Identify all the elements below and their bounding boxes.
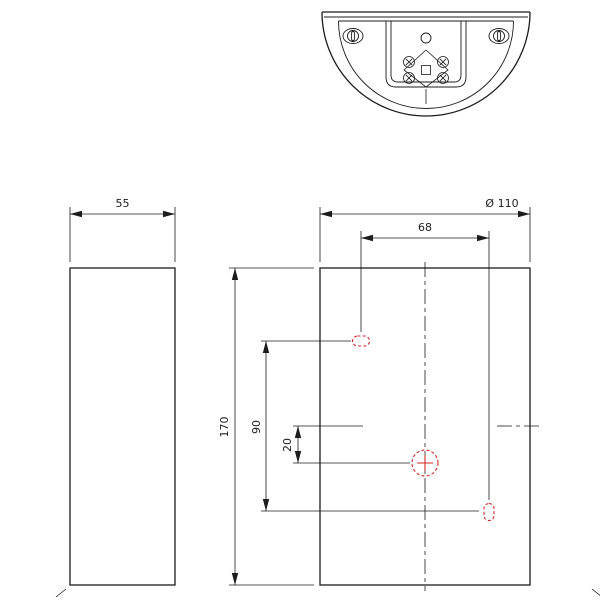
top-view-outline (321, 11, 531, 117)
screw-left-head (347, 30, 359, 42)
linework (55, 11, 600, 598)
cable-entry-crosshair (417, 455, 433, 471)
hole-markers (351, 335, 495, 522)
screw-left-pad (342, 28, 364, 44)
dim-diameter-label: Ø 110 (485, 197, 518, 210)
frame-corner-marks (55, 588, 600, 598)
top-view-inner-rim (338, 20, 514, 109)
dimension-labels: 55 Ø 110 68 170 90 20 (116, 197, 519, 452)
terminal-screw (403, 56, 415, 68)
dim-hole-spacing-v-label: 90 (250, 420, 263, 434)
dim-hole-spacing-h-label: 68 (418, 221, 432, 234)
terminal-block (403, 49, 449, 88)
screw-right-slot (497, 31, 501, 41)
terminal-screw (403, 72, 415, 84)
cable-entry-hole (411, 449, 439, 477)
screw-right-head (493, 30, 505, 42)
terminal-screw (437, 56, 449, 68)
mounting-hole-top (351, 335, 371, 347)
screw-right-pad (488, 28, 510, 44)
terminal-block-body (403, 49, 449, 88)
dim-diameter-extensions (319, 207, 531, 262)
terminal-center-square (421, 65, 431, 75)
side-view (69, 207, 176, 586)
dim-cable-offset-extensions (293, 425, 410, 464)
top-view-plate-lines (324, 16, 528, 22)
dim-hole-spacing-v-extensions (261, 340, 479, 512)
dim-height-extensions (229, 267, 314, 586)
dim-height-label: 170 (218, 417, 231, 438)
mounting-hole-bottom (483, 502, 495, 522)
dim-depth-label: 55 (116, 197, 130, 210)
pilot-hole (420, 32, 432, 44)
dim-hole-spacing-h-extensions (360, 231, 490, 500)
dim-depth-extensions (69, 207, 176, 262)
top-view (321, 11, 531, 117)
dim-cable-offset-label: 20 (281, 438, 294, 452)
terminal-screw-slots (405, 58, 447, 82)
terminal-screw (437, 72, 449, 84)
side-view-outline (69, 267, 176, 586)
screw-left (342, 28, 364, 44)
screw-right (488, 28, 510, 44)
front-view (229, 207, 542, 591)
screw-left-slot (351, 31, 355, 41)
lamp-module-outline (385, 21, 467, 88)
